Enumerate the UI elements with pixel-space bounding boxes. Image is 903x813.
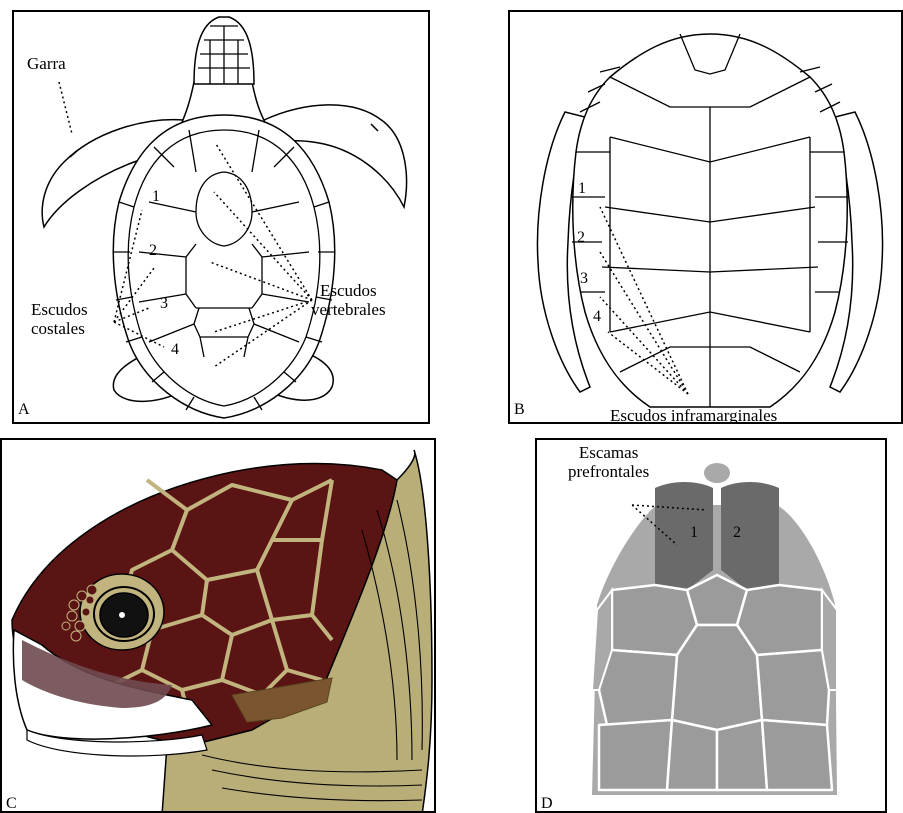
costal-3-number: 3 [160,296,168,312]
carapace-drawing [14,12,430,424]
panel-d-head-dorsal: Escamas prefrontales 1 2 D [535,438,887,813]
costal-2-number: 2 [149,243,157,259]
costal-4-number: 4 [171,342,179,358]
panel-b-letter: B [514,402,525,418]
inframarginal-scutes-label: Escudos inframarginales [610,407,777,424]
panel-a-carapace: Garra Escudos costales Escudos vertebral… [12,10,430,424]
costal-scutes-label: Escudos costales [31,301,88,338]
head-dorsal-drawing [537,440,887,813]
panel-b-plastron: 1 2 3 4 Escudos inframarginales B [508,10,903,424]
inframarginal-4-number: 4 [593,309,601,325]
carapace-outline [113,115,334,418]
panel-c-head-lateral: C [0,438,436,813]
panel-c-letter: C [6,796,17,812]
prefrontal-scales-label: Escamas prefrontales [568,444,649,481]
panel-d-letter: D [541,796,553,812]
vertebral-scutes-label: Escudos vertebrales [311,282,386,319]
prefrontal-1-number: 1 [690,525,698,541]
prefrontal-scale-2 [721,482,779,590]
plastron-drawing [510,12,903,424]
prefrontal-scale-1 [655,482,713,590]
claw-label: Garra [27,55,66,72]
inframarginal-3-number: 3 [580,271,588,287]
prefrontal-2-number: 2 [733,525,741,541]
panel-a-letter: A [18,402,30,418]
head-lateral-drawing [2,440,436,813]
inframarginal-1-number: 1 [578,181,586,197]
costal-1-number: 1 [152,189,160,205]
inframarginal-2-number: 2 [577,230,585,246]
